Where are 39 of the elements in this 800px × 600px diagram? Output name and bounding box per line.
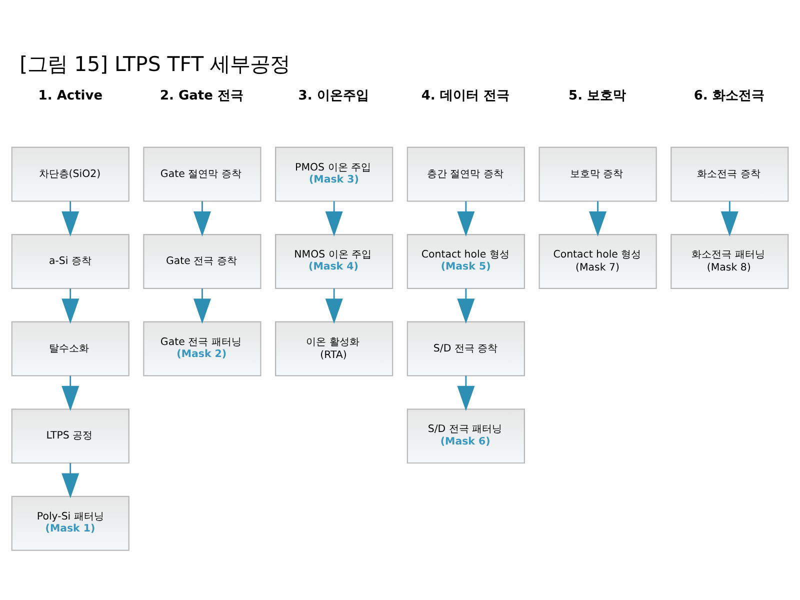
node-box: S/D 전극 증착 xyxy=(406,320,525,376)
arrow xyxy=(62,375,80,411)
node-box: 보호막 증착 xyxy=(538,146,657,202)
label: 2. Gate 전극 xyxy=(160,88,244,104)
arrow xyxy=(62,462,80,498)
node-box: S/D 전극 패터닝 (Mask 6) xyxy=(406,408,525,464)
arrow xyxy=(457,200,475,236)
node-box: 이온 활성화 (RTA) xyxy=(275,320,394,376)
diagram-title: [그림 15] LTPS TFT 세부공정 xyxy=(20,51,290,76)
node-box: Gate 전극 패터닝 (Mask 2) xyxy=(143,320,262,376)
arrow xyxy=(193,288,211,324)
label: 6. 화소전극 xyxy=(694,88,764,104)
label: 1. Active xyxy=(38,88,103,104)
arrow xyxy=(720,200,738,236)
node-box: 층간 절연막 증착 xyxy=(406,146,525,202)
arrow xyxy=(457,375,475,411)
arrow xyxy=(589,200,607,236)
arrow xyxy=(325,200,343,236)
label: 3. 이온주입 xyxy=(298,88,369,104)
node-box: PMOS 이온 주입 (Mask 3) xyxy=(275,146,394,202)
node-box: Poly-Si 패터닝 (Mask 1) xyxy=(11,495,130,550)
node-box: Gate 절연막 증착 xyxy=(143,146,262,202)
label: 5. 보호막 xyxy=(568,88,626,104)
arrow xyxy=(193,200,211,236)
node-box: 화소전극 증착 xyxy=(670,146,789,202)
node-box: 탈수소화 xyxy=(11,320,130,376)
node-box: Contact hole 형성 (Mask 5) xyxy=(406,234,525,288)
node-box: Gate 전극 증착 xyxy=(143,234,262,288)
node-box: a-Si 증착 xyxy=(11,234,130,288)
arrow xyxy=(62,288,80,324)
node-box: NMOS 이온 주입 (Mask 4) xyxy=(275,234,394,288)
arrow xyxy=(457,288,475,324)
node-box: LTPS 공정 xyxy=(11,408,130,464)
node-box: 차단층(SiO2) xyxy=(11,146,130,202)
node-box: Contact hole 형성 (Mask 7) xyxy=(538,234,657,288)
arrow xyxy=(325,288,343,324)
arrow xyxy=(62,200,80,236)
node-box: 화소전극 패터닝 (Mask 8) xyxy=(670,234,789,288)
label: 4. 데이터 전극 xyxy=(421,88,510,104)
